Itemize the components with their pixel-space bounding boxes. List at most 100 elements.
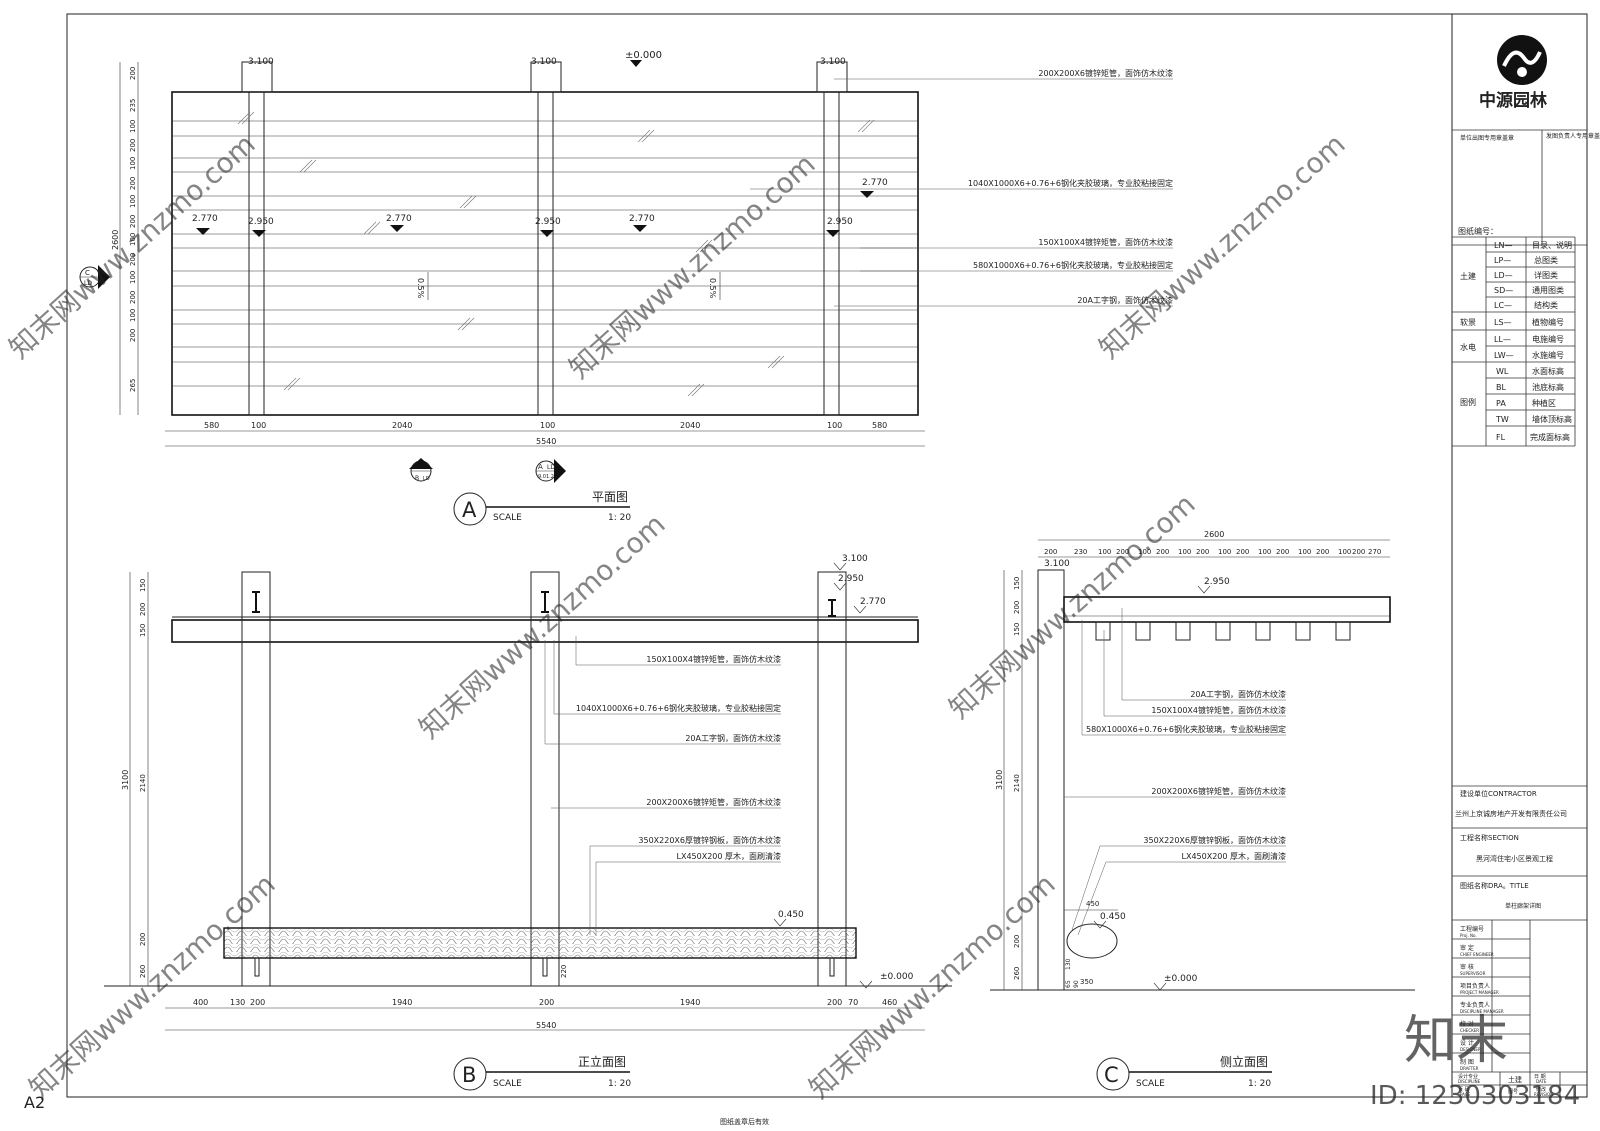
plan-scale-word: SCALE [493, 513, 522, 523]
plan-dim-3: 2040 [392, 421, 412, 430]
front-scale-value: 1: 20 [608, 1079, 631, 1089]
date-en: DATE [1536, 1079, 1547, 1084]
group-name-legend: 图例 [1460, 397, 1476, 407]
side-callout-2: 150X100X4镀锌矩管，面饰仿木纹漆 [1151, 705, 1286, 715]
svg-text:Proj. No.: Proj. No. [1460, 933, 1477, 938]
svg-text:LW—: LW— [1494, 351, 1514, 360]
svg-text:详图类: 详图类 [1534, 270, 1558, 280]
side-dim-small-5: 90 [1073, 980, 1080, 988]
date-label: 日 期 [1534, 1074, 1546, 1080]
front-column-1 [241, 571, 271, 987]
section-mark-a: A LD 9.01.2 [535, 459, 566, 483]
side-dim-small-4: 65 [1065, 980, 1072, 988]
plan-elev-mid-2: 2.950 [248, 217, 274, 227]
svg-text:200: 200 [129, 291, 137, 304]
svg-text:100: 100 [129, 120, 137, 133]
plan-elev-top-1: 3.100 [248, 57, 274, 67]
contractor-value: 兰州上京诚房地产开发有限责任公司 [1455, 809, 1567, 818]
side-leaders [1064, 608, 1286, 936]
svg-text:70: 70 [848, 998, 858, 1007]
svg-text:种植区: 种植区 [1532, 398, 1556, 408]
side-top-total: 2600 [1204, 530, 1224, 539]
plan-slats [172, 120, 918, 387]
front-title: 正立面图 [578, 1054, 626, 1069]
svg-text:1940: 1940 [680, 998, 700, 1007]
section-label: 工程名称SECTION [1460, 833, 1519, 842]
front-column-3 [817, 571, 847, 987]
svg-text:100: 100 [129, 157, 137, 170]
side-bench-section [1066, 923, 1118, 959]
front-view: 3.100 2.950 2.770 0.450 ±0.000 150 200 1… [104, 554, 952, 1091]
logo-text: 中源园林 [1479, 90, 1547, 111]
side-dim-small-2: 350 [1080, 978, 1093, 986]
svg-text:200: 200 [129, 215, 137, 228]
front-scale-word: SCALE [493, 1079, 522, 1089]
svg-text:C: C [85, 269, 90, 277]
design-stage-en: DISCIPLINE [1458, 1079, 1481, 1084]
side-elev-2: 2.950 [1204, 577, 1230, 587]
svg-text:结构类: 结构类 [1534, 300, 1558, 310]
plan-leaders [750, 78, 1173, 307]
svg-text:LS—: LS— [1494, 318, 1512, 327]
plan-scale-value: 1: 20 [608, 513, 631, 523]
side-left-total: 3100 [995, 770, 1004, 790]
plan-dim-1: 580 [204, 421, 219, 430]
svg-text:235: 235 [129, 99, 137, 112]
svg-text:审 定: 审 定 [1460, 944, 1474, 952]
plan-elev-mid-5: 2.770 [629, 214, 655, 224]
svg-text:200: 200 [129, 329, 137, 342]
svg-text:260: 260 [1013, 967, 1021, 980]
front-callout-4: 200X200X6镀锌矩管，面饰仿木纹漆 [646, 797, 781, 807]
watermark-brand: 知末 [1404, 1011, 1508, 1071]
titleblock-bottom-strip: 设计专业 DISCIPLINE 土建 日 期 DATE 页 码 PAGE 图号 … [1452, 1072, 1587, 1097]
side-title-letter: C [1104, 1063, 1119, 1087]
plan-callout-1: 200X200X6镀锌矩管，面饰仿木纹漆 [1038, 68, 1173, 78]
svg-text:CHIEF ENGINEER: CHIEF ENGINEER [1460, 952, 1494, 957]
svg-text:水面标高: 水面标高 [1532, 366, 1564, 376]
front-ibeam-marks [252, 591, 836, 617]
svg-text:设 计: 设 计 [1460, 1039, 1474, 1047]
front-callout-1: 150X100X4镀锌矩管，面饰仿木纹漆 [646, 654, 781, 664]
svg-text:200: 200 [1352, 548, 1365, 556]
svg-text:200: 200 [1044, 548, 1057, 556]
svg-text:150: 150 [139, 624, 147, 637]
svg-text:专业负责人: 专业负责人 [1460, 1001, 1490, 1009]
svg-text:LD—: LD— [1494, 271, 1513, 280]
svg-text:9.01.2: 9.01.2 [538, 474, 554, 480]
svg-text:100: 100 [1298, 548, 1311, 556]
plan-title-circle [453, 492, 487, 526]
plan-elev-top-3: 3.100 [820, 57, 846, 67]
page-en: PAGE [1460, 1092, 1471, 1097]
plan-elev-mid-1: 2.770 [192, 214, 218, 224]
svg-text:200: 200 [250, 998, 265, 1007]
watermark-5: 知末网www.znzmo.com [943, 487, 1202, 725]
svg-text:200: 200 [129, 177, 137, 190]
side-title: 侧立面图 [1220, 1054, 1268, 1069]
front-callout-3: 20A工字钢，面饰仿木纹漆 [685, 733, 781, 743]
svg-text:工程编号: 工程编号 [1460, 925, 1484, 933]
svg-text:1940: 1940 [392, 998, 412, 1007]
svg-text:200: 200 [139, 603, 147, 616]
svg-text:校 对: 校 对 [1460, 1020, 1474, 1028]
svg-text:200: 200 [1276, 548, 1289, 556]
svg-text:100: 100 [1218, 548, 1231, 556]
side-callout-4: 200X200X6镀锌矩管，面饰仿木纹漆 [1151, 786, 1286, 796]
plan-elev-zero-marker [630, 60, 642, 67]
svg-text:LL—: LL— [1494, 335, 1511, 344]
side-view: 2600 200 230 100 200 100 200 100 200 100… [990, 530, 1415, 1091]
front-callout-6: LX450X200 厚木，面刷清漆 [677, 851, 782, 861]
svg-text:200: 200 [129, 139, 137, 152]
watermark-id: ID: 1230303184 [1370, 1081, 1580, 1111]
svg-text:200: 200 [1316, 548, 1329, 556]
svg-text:FL: FL [1496, 433, 1506, 442]
svg-text:200: 200 [1196, 548, 1209, 556]
plan-glass-hatch [237, 111, 875, 397]
revision-label: 修改 [1536, 1086, 1546, 1093]
watermark-2: 知末网www.znzmo.com [563, 147, 822, 385]
plan-elev-mid-3: 2.770 [386, 214, 412, 224]
svg-text:100: 100 [129, 233, 137, 246]
svg-text:SUPERVISOR: SUPERVISOR [1460, 971, 1486, 976]
svg-text:LD: LD [423, 476, 430, 482]
